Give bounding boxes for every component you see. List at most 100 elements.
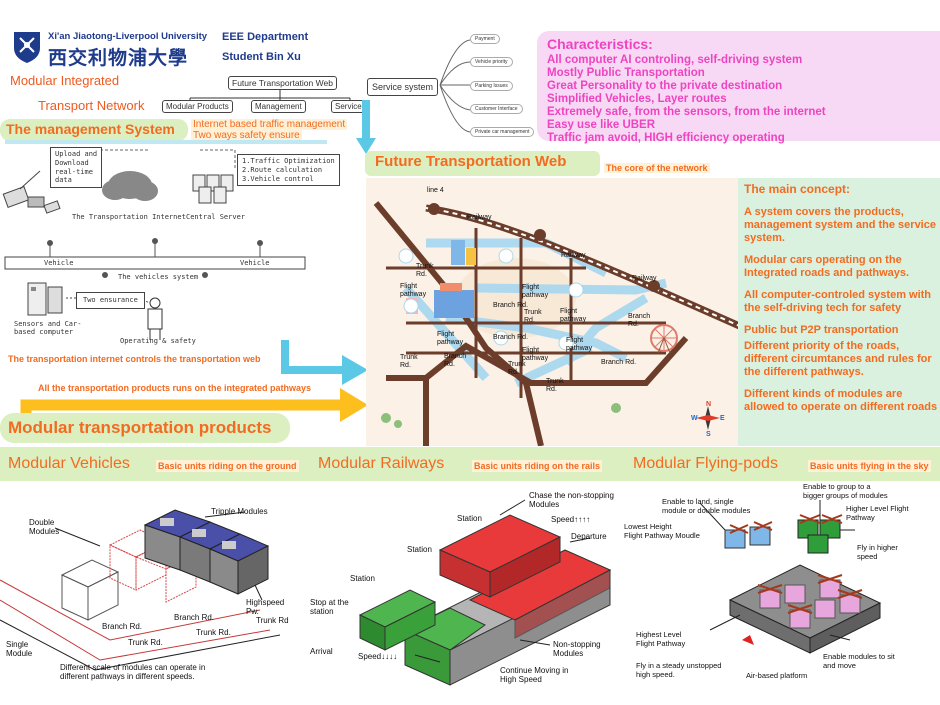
- rail-speed-down: Speed↓↓↓↓: [358, 652, 398, 661]
- map-label-branch-5: Branch Rd.: [628, 313, 651, 328]
- rail-departure: Departure: [571, 532, 607, 541]
- rail-chase-label: Chase the non-stopping Modules: [529, 491, 614, 509]
- satellite-icon: [2, 170, 61, 214]
- map-label-trunk-3: Trunk Rd.: [400, 354, 418, 369]
- characteristics-panel: Characteristics: All computer AI control…: [537, 31, 940, 144]
- compass-e: E: [720, 415, 725, 422]
- ferris-wheel-icon: [650, 324, 678, 354]
- sensors-label: Sensors and Car- based computer: [14, 320, 82, 336]
- map-label-trunk-2: Trunk Rd.: [524, 309, 542, 324]
- service-branch-parking: Parking Issues: [470, 81, 513, 91]
- management-header-strip: [5, 140, 327, 144]
- blue-pods: [724, 526, 771, 549]
- characteristic-7: Traffic jam avoid, HIGH efficiency opera…: [547, 132, 785, 144]
- fly-higher-speed: Fly in higher speed: [857, 543, 898, 561]
- map-label-flight-3: Flight pathway: [560, 308, 587, 323]
- vehicles-caption: Different scale of modules can operate i…: [60, 663, 206, 681]
- rail-station-3: Station: [350, 574, 375, 583]
- department: EEE Department: [222, 31, 309, 43]
- map-label-branch-4: Branch Rd.: [444, 353, 467, 368]
- vehicle-label-right: Vehicle: [240, 259, 270, 267]
- concept-panel: The main concept: A system covers the pr…: [738, 178, 940, 446]
- rail-arrival: Arrival: [310, 647, 333, 656]
- concept-item-2: Modular cars operating on the Integrated…: [744, 254, 910, 279]
- rail-continue: Continue Moving in High Speed: [500, 666, 569, 684]
- map-label-flight-1: Flight pathway: [400, 283, 427, 298]
- transport-map: [366, 178, 744, 446]
- service-branch-private: Private car management: [470, 127, 535, 137]
- pathways-caption: All the transportation products runs on …: [38, 383, 312, 393]
- characteristics-title: Characteristics:: [547, 36, 653, 52]
- transport-internet-label: The Transportation Internet: [72, 213, 186, 221]
- map-label-flight-6: Flight pathway: [566, 337, 593, 352]
- building-icon: [406, 240, 476, 318]
- vehicles-branch-2: Branch Rd.: [174, 613, 215, 622]
- fly-higher-level: Higher Level Flight Pathway: [846, 504, 909, 522]
- map-label-flight-2: Flight pathway: [522, 284, 549, 299]
- rail-nonstop: Non-stopping Modules: [553, 640, 601, 658]
- map-label-trunk-1: Trunk Rd.: [416, 263, 434, 278]
- characteristic-5: Extremely safe, from the sensors, from t…: [547, 106, 826, 118]
- two-ensurance-box: Two ensurance: [76, 292, 145, 309]
- map-label-railway-1: Railway: [467, 214, 492, 221]
- student: Student Bin Xu: [222, 51, 301, 63]
- vehicles-single-label: Single Module: [6, 640, 33, 658]
- tree-child-service: Service: [331, 100, 366, 113]
- products-title: Modular transportation products: [8, 418, 272, 437]
- vehicles-trunk-2: Trunk Rd.: [196, 628, 231, 637]
- map-label-trunk-4: Trunk Rd.: [508, 361, 526, 376]
- tree-root: Future Transportation Web: [228, 76, 337, 90]
- pink-pods: [759, 579, 861, 629]
- project-title-1: Modular Integrated: [10, 73, 120, 88]
- vehicle-label-left: Vehicle: [44, 259, 74, 267]
- server-icon: [192, 174, 234, 204]
- vehicles-trunk-3: Trunk Rd: [256, 616, 289, 625]
- vehicles-double-label: Double Modules: [29, 518, 60, 536]
- university-name-en: Xi'an Jiaotong-Liverpool University: [48, 31, 208, 42]
- web-subtitle: The core of the network: [604, 163, 710, 173]
- flying-figure: [699, 500, 882, 654]
- computer-icon: [27, 282, 63, 316]
- university-name-cn: 西交利物浦大學: [48, 47, 189, 69]
- flying-title: Modular Flying-pods: [633, 455, 778, 472]
- concept-item-1: A system covers the products, management…: [744, 206, 936, 244]
- rail-station-2: Station: [407, 545, 432, 554]
- web-title-band: [365, 151, 600, 176]
- vehicles-system-label: The vehicles system: [118, 273, 199, 281]
- rail-speed-up: Speed↑↑↑↑: [551, 515, 591, 524]
- rail-stop: Stop at the station: [310, 598, 349, 616]
- operating-label: Operating & safety: [120, 337, 196, 345]
- vehicles-sub: Basic units riding on the ground: [156, 460, 299, 472]
- compass-w: W: [691, 415, 698, 422]
- concept-item-6: Different kinds of modules are allowed t…: [744, 388, 938, 413]
- single-module: [60, 559, 120, 621]
- server-box: 1.Traffic Optimization 2.Route calculati…: [237, 154, 340, 187]
- map-label-branch-1: Branch Rd.: [493, 302, 529, 309]
- tree-child-management: Management: [251, 100, 306, 113]
- map-label-flight-4: Flight pathway: [437, 331, 464, 346]
- products-band: [0, 447, 940, 481]
- fly-highest-level: Highest Level Flight Pathway: [636, 630, 686, 648]
- characteristic-3: Great Personality to the private destina…: [547, 80, 783, 92]
- fly-steady: Fly in a steady unstopped high speed.: [636, 661, 722, 679]
- concept-item-4: Public but P2P transportation: [744, 324, 899, 336]
- fly-enable-land: Enable to land, single module or double …: [662, 497, 751, 515]
- map-label-branch-2: Branch Rd.: [493, 334, 529, 341]
- map-label-trunk-5: Trunk Rd.: [546, 378, 564, 393]
- characteristic-6: Easy use like UBER: [547, 119, 656, 131]
- compass-n: N: [706, 401, 712, 408]
- map-label-flight-5: Flight pathway: [522, 347, 549, 362]
- rail-station-1: Station: [457, 514, 482, 523]
- management-diagram: [2, 149, 306, 340]
- flying-sub: Basic units flying in the sky: [808, 460, 931, 472]
- fly-enable-sit: Enable modules to sit and move: [823, 652, 895, 670]
- characteristic-2: Mostly Public Transportation: [547, 67, 705, 79]
- tree-child-products: Modular Products: [162, 100, 233, 113]
- fly-lowest-height: Lowest Height Flight Pathway Moudle: [624, 522, 700, 540]
- green-pods: [797, 519, 841, 554]
- railways-figure: [358, 499, 612, 686]
- concept-item-3: All computer-controled system with the s…: [744, 289, 932, 314]
- map-label-railway-2: Railway: [561, 252, 586, 259]
- service-system-node: Service system: [367, 78, 439, 96]
- fly-enable-group: Enable to group to a bigger groups of mo…: [803, 482, 888, 500]
